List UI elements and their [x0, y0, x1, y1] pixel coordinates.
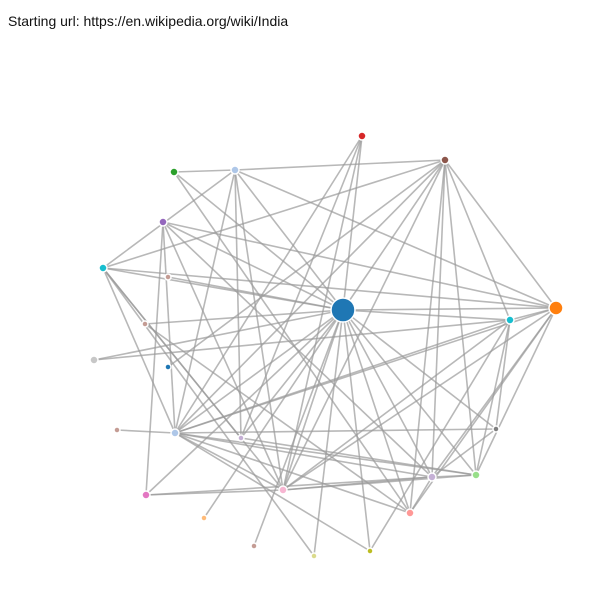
edge-purple-left-to-lilac-bottom-right: [162, 221, 433, 478]
edge-center-to-lightblue-top: [234, 169, 344, 311]
edge-lavender-left-to-olive-dark-bottom: [174, 432, 371, 552]
node-darkblue-left[interactable]: [164, 363, 172, 371]
edge-lightblue-top-to-cyan-left: [102, 169, 236, 269]
edge-center-to-tan-bottom: [253, 309, 344, 547]
edge-green-top-left-to-salmon-bottom: [173, 171, 411, 514]
edge-center-to-rosybrown-left: [144, 309, 344, 325]
node-lilac-bottom-right[interactable]: [427, 472, 437, 482]
graph-nodes: [89, 131, 564, 560]
node-magenta-bottom-left[interactable]: [141, 490, 151, 500]
edge-brown-top-right-to-lightblue-top: [234, 159, 446, 171]
node-cyan-left[interactable]: [98, 263, 108, 273]
edge-teal-right-to-gray-left: [93, 319, 511, 361]
edge-brown-top-right-to-lavender-left: [174, 159, 446, 434]
edge-purple-left-to-lavender-left: [162, 221, 176, 434]
edge-lightblue-top-to-orange-right: [234, 169, 557, 309]
node-orange-right[interactable]: [548, 300, 564, 316]
node-tan-bottom-left[interactable]: [113, 426, 121, 434]
edge-orange-right-to-salmon-bottom: [409, 307, 557, 514]
node-pink-bottom[interactable]: [278, 485, 288, 495]
edge-lightblue-top-to-lavender-mid: [234, 169, 242, 439]
edge-brown-top-right-to-orange-right: [444, 159, 557, 309]
edge-teal-right-to-lavender-left: [174, 319, 511, 434]
edge-lavender-left-to-pink-bottom: [174, 432, 284, 491]
edge-red-top-to-lavender-mid: [240, 135, 363, 439]
edge-rosybrown-left-to-salmon-bottom: [144, 323, 411, 514]
edge-center-to-pink-bottom: [282, 309, 344, 491]
node-center[interactable]: [330, 297, 356, 323]
edge-orange-right-to-pink-bottom: [282, 307, 557, 491]
edge-center-to-gray-left: [93, 309, 344, 361]
node-tan-bottom[interactable]: [250, 542, 258, 550]
edge-lavender-left-to-gray-right: [174, 428, 497, 434]
edge-teal-right-to-gray-right: [495, 319, 511, 430]
edge-brown-top-right-to-pink-bottom: [282, 159, 446, 491]
edge-lightblue-top-to-pink-bottom: [234, 169, 284, 491]
edge-center-to-gray-right: [342, 309, 497, 430]
node-brown-top-right[interactable]: [440, 155, 450, 165]
edge-cyan-left-to-olive-bottom: [102, 267, 315, 557]
edge-lightblue-top-to-lavender-left: [174, 169, 236, 434]
edge-lavender-mid-to-lightgreen-right: [240, 437, 477, 476]
edge-center-to-lavender-left: [174, 309, 344, 434]
edge-lightblue-top-to-green-top-left: [173, 169, 236, 173]
edge-magenta-bottom-left-to-lilac-bottom-right: [145, 476, 433, 496]
node-lightgreen-right[interactable]: [471, 470, 481, 480]
edge-cyan-left-to-orange-right: [102, 267, 557, 309]
edge-orange-right-to-lightgreen-right: [475, 307, 557, 476]
starting-url-label: Starting url: https://en.wikipedia.org/w…: [8, 13, 289, 29]
edge-center-to-red-top: [342, 135, 363, 311]
node-salmon-bottom[interactable]: [405, 508, 415, 518]
node-teal-right[interactable]: [505, 315, 515, 325]
edge-pink-bottom-to-lightgreen-right: [282, 474, 477, 491]
edge-center-to-purple-left: [162, 221, 344, 311]
edge-brown-top-right-to-darkblue-left: [167, 159, 446, 368]
node-green-top-left[interactable]: [169, 167, 179, 177]
edge-center-to-peach-bottom: [203, 309, 344, 519]
node-peach-bottom[interactable]: [200, 514, 208, 522]
edge-brown-top-right-to-salmon-bottom: [409, 159, 446, 514]
node-lavender-left[interactable]: [170, 428, 180, 438]
node-olive-bottom[interactable]: [310, 552, 318, 560]
edge-lavender-left-to-salmon-bottom: [174, 432, 411, 514]
edge-center-to-olive-bottom: [313, 309, 344, 557]
edge-center-to-lavender-mid: [240, 309, 344, 439]
node-gray-left[interactable]: [89, 355, 99, 365]
edge-purple-left-to-orange-right: [162, 221, 557, 309]
edge-lavender-left-to-tan-bottom-left: [116, 429, 176, 434]
edge-lilac-bottom-right-to-salmon-bottom: [409, 476, 433, 514]
graph-edges: [93, 135, 557, 557]
node-olive-dark-bottom[interactable]: [366, 547, 374, 555]
edge-center-to-brown-top-right: [342, 159, 446, 311]
edge-cyan-left-to-lavender-left: [102, 267, 176, 434]
edge-brown-top-right-to-cyan-left: [102, 159, 446, 269]
edge-teal-right-to-lightgreen-right: [475, 319, 511, 476]
edge-center-to-orange-right: [342, 307, 557, 311]
node-rosybrown-left[interactable]: [141, 320, 149, 328]
edge-purple-left-to-magenta-bottom-left: [145, 221, 164, 496]
edge-center-to-rosybrown-mid-left: [167, 276, 344, 311]
edge-brown-top-right-to-teal-right: [444, 159, 511, 321]
edge-lavender-left-to-lilac-bottom-right: [174, 432, 433, 478]
edge-orange-right-to-teal-right: [509, 307, 557, 321]
edge-lilac-bottom-right-to-lightgreen-right: [431, 474, 477, 478]
edge-lavender-left-to-lightgreen-right: [174, 432, 477, 476]
node-gray-right[interactable]: [492, 425, 500, 433]
node-lavender-mid[interactable]: [237, 434, 245, 442]
node-lightblue-top[interactable]: [230, 165, 240, 175]
edge-teal-right-to-pink-bottom: [282, 319, 511, 491]
edge-brown-top-right-to-lightgreen-right: [444, 159, 477, 476]
node-purple-left[interactable]: [158, 217, 168, 227]
edge-olive-dark-bottom-to-teal-right: [369, 319, 511, 552]
node-red-top[interactable]: [357, 131, 367, 141]
node-rosybrown-mid-left[interactable]: [164, 273, 172, 281]
edge-brown-top-right-to-lilac-bottom-right: [431, 159, 446, 478]
edge-red-top-to-lavender-left: [174, 135, 363, 434]
